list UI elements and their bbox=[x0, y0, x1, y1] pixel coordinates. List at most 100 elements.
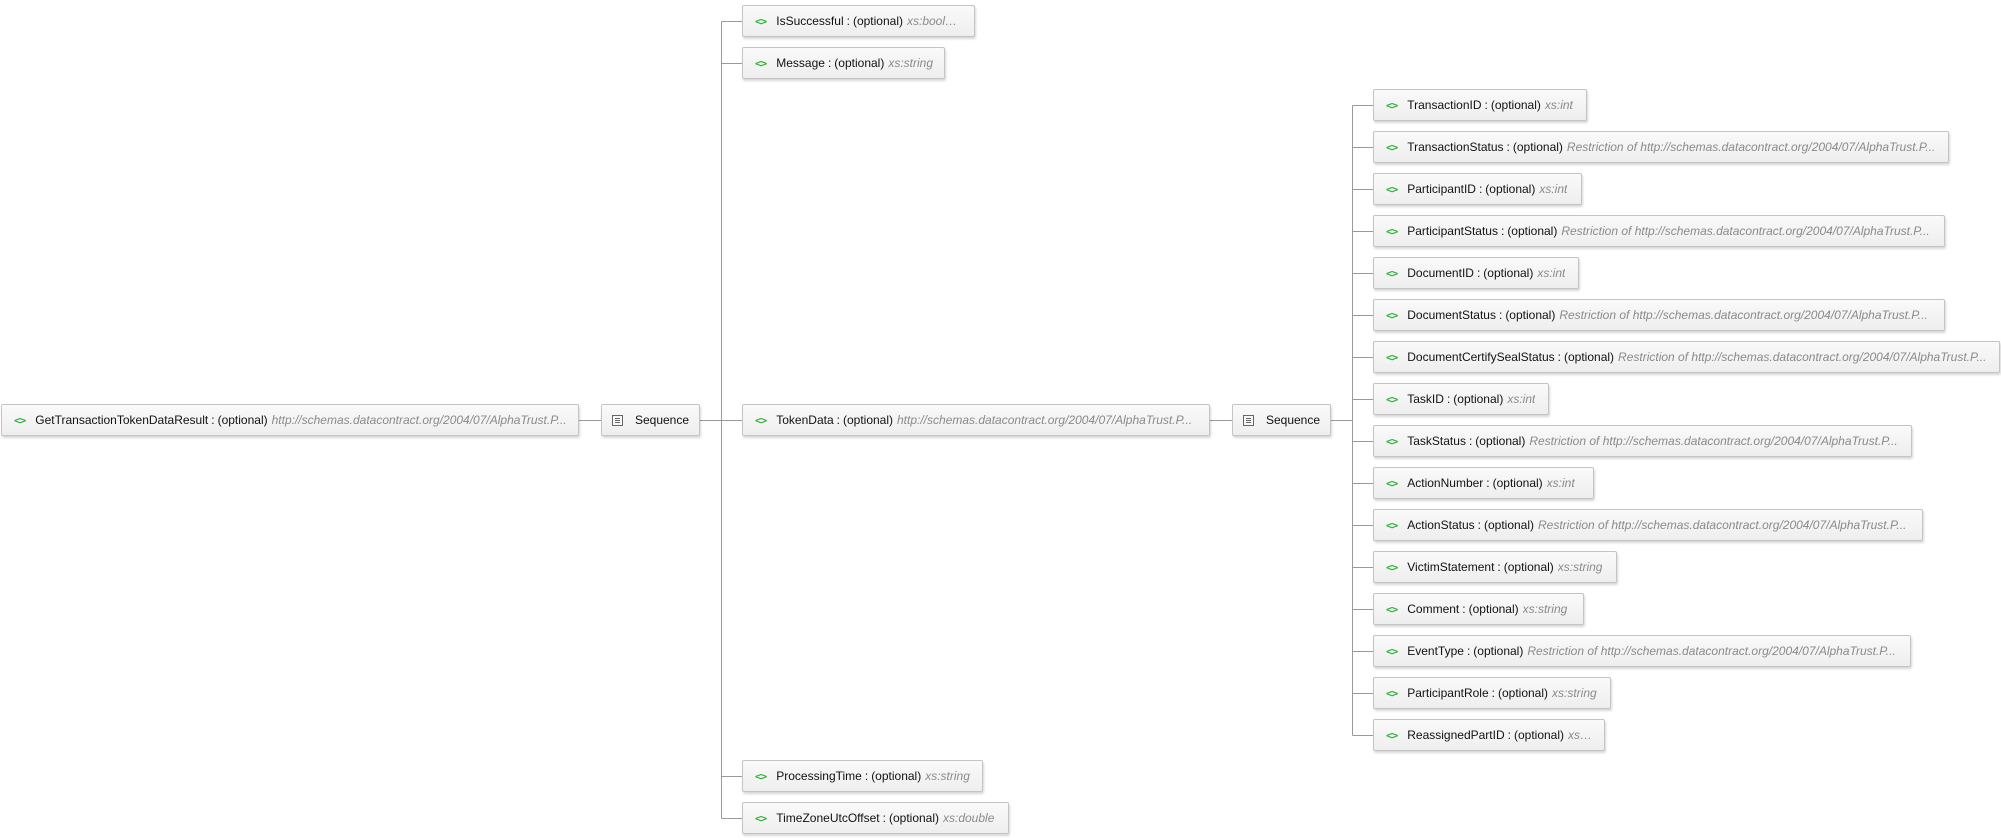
element-type: xs:string bbox=[888, 56, 934, 70]
element-node-gettransactiontokendataresult[interactable]: <> GetTransactionTokenDataResult : (opti… bbox=[1, 404, 579, 436]
element-node-documentcertifysealstatus[interactable]: <> DocumentCertifySealStatus : (optional… bbox=[1373, 341, 2000, 373]
element-name: GetTransactionTokenDataResult bbox=[35, 413, 209, 427]
element-type: xs:int bbox=[1546, 476, 1575, 490]
element-type: xs:boolean bbox=[906, 14, 963, 28]
sequence-label: Sequence bbox=[1265, 413, 1321, 427]
element-icon: <> bbox=[755, 769, 767, 783]
element-name: DocumentCertifySealStatus bbox=[1407, 350, 1555, 364]
element-occurrence: (optional) bbox=[834, 56, 885, 70]
element-icon: <> bbox=[755, 811, 767, 825]
element-occurrence: (optional) bbox=[1453, 392, 1504, 406]
element-node-tokendata[interactable]: <> TokenData : (optional) http://schemas… bbox=[742, 404, 1210, 436]
element-icon: <> bbox=[1386, 518, 1398, 532]
element-node-processingtime[interactable]: <> ProcessingTime : (optional) xs:string bbox=[742, 760, 983, 792]
element-node-actionnumber[interactable]: <> ActionNumber : (optional) xs:int bbox=[1373, 467, 1594, 499]
element-type: xs:int bbox=[1507, 392, 1536, 406]
element-name: TimeZoneUtcOffset bbox=[776, 811, 880, 825]
element-occurrence: (optional) bbox=[217, 413, 268, 427]
element-icon: <> bbox=[1386, 602, 1398, 616]
element-node-issuccessful[interactable]: <> IsSuccessful : (optional) xs:boolean bbox=[742, 5, 975, 37]
element-icon: <> bbox=[1386, 350, 1398, 364]
element-occurrence: (optional) bbox=[871, 769, 922, 783]
element-node-documentstatus[interactable]: <> DocumentStatus : (optional) Restricti… bbox=[1373, 299, 1945, 331]
element-name: TaskID bbox=[1407, 392, 1444, 406]
element-type: Restriction of http://schemas.datacontra… bbox=[1527, 644, 1896, 658]
element-node-participantid[interactable]: <> ParticipantID : (optional) xs:int bbox=[1373, 173, 1582, 205]
element-name: IsSuccessful bbox=[776, 14, 844, 28]
element-node-reassignedpartid[interactable]: <> ReassignedPartID : (optional) xs:int bbox=[1373, 719, 1605, 751]
element-occurrence: (optional) bbox=[1490, 98, 1541, 112]
element-node-participantrole[interactable]: <> ParticipantRole : (optional) xs:strin… bbox=[1373, 677, 1611, 709]
element-type: http://schemas.datacontract.org/2004/07/… bbox=[271, 413, 567, 427]
element-name: VictimStatement bbox=[1407, 560, 1495, 574]
element-type: xs:int bbox=[1537, 266, 1566, 280]
element-node-message[interactable]: <> Message : (optional) xs:string bbox=[742, 47, 945, 79]
element-name: ParticipantID bbox=[1407, 182, 1476, 196]
element-node-actionstatus[interactable]: <> ActionStatus : (optional) Restriction… bbox=[1373, 509, 1923, 541]
element-occurrence: (optional) bbox=[1564, 350, 1615, 364]
element-type: Restriction of http://schemas.datacontra… bbox=[1618, 350, 1987, 364]
element-icon: <> bbox=[1386, 560, 1398, 574]
element-type: xs:int bbox=[1568, 728, 1593, 742]
element-type: Restriction of http://schemas.datacontra… bbox=[1559, 308, 1928, 322]
element-type: xs:string bbox=[1557, 560, 1603, 574]
element-type: Restriction of http://schemas.datacontra… bbox=[1561, 224, 1930, 238]
element-occurrence: (optional) bbox=[1468, 602, 1519, 616]
element-icon: <> bbox=[1386, 434, 1398, 448]
element-name: TaskStatus bbox=[1407, 434, 1466, 448]
element-node-documentid[interactable]: <> DocumentID : (optional) xs:int bbox=[1373, 257, 1579, 289]
element-node-taskstatus[interactable]: <> TaskStatus : (optional) Restriction o… bbox=[1373, 425, 1912, 457]
element-icon: <> bbox=[1386, 98, 1398, 112]
element-node-eventtype[interactable]: <> EventType : (optional) Restriction of… bbox=[1373, 635, 1911, 667]
element-node-victimstatement[interactable]: <> VictimStatement : (optional) xs:strin… bbox=[1373, 551, 1617, 583]
sequence-node-outer[interactable]: Sequence bbox=[601, 404, 700, 436]
element-node-timezoneutcoffset[interactable]: <> TimeZoneUtcOffset : (optional) xs:dou… bbox=[742, 802, 1009, 834]
element-occurrence: (optional) bbox=[1497, 686, 1548, 700]
element-type: xs:int bbox=[1539, 182, 1568, 196]
element-occurrence: (optional) bbox=[888, 811, 939, 825]
element-icon: <> bbox=[14, 413, 26, 427]
sequence-label: Sequence bbox=[634, 413, 690, 427]
element-type: Restriction of http://schemas.datacontra… bbox=[1538, 518, 1907, 532]
element-occurrence: (optional) bbox=[1507, 224, 1558, 238]
element-occurrence: (optional) bbox=[1492, 476, 1543, 490]
element-name: TransactionStatus bbox=[1407, 140, 1504, 154]
element-name: ProcessingTime bbox=[776, 769, 862, 783]
element-occurrence: (optional) bbox=[1475, 434, 1526, 448]
element-icon: <> bbox=[1386, 644, 1398, 658]
element-icon: <> bbox=[1386, 686, 1398, 700]
element-name: DocumentStatus bbox=[1407, 308, 1496, 322]
element-icon: <> bbox=[1386, 140, 1398, 154]
element-type: xs:string bbox=[925, 769, 970, 783]
element-icon: <> bbox=[1386, 392, 1398, 406]
element-node-transactionstatus[interactable]: <> TransactionStatus : (optional) Restri… bbox=[1373, 131, 1949, 163]
sequence-icon bbox=[611, 414, 623, 426]
element-name: ReassignedPartID bbox=[1407, 728, 1505, 742]
sequence-node-tokendata[interactable]: Sequence bbox=[1232, 404, 1331, 436]
element-name: Message bbox=[776, 56, 825, 70]
element-name: ParticipantRole bbox=[1407, 686, 1489, 700]
element-type: http://schemas.datacontract.org/2004/07/… bbox=[897, 413, 1193, 427]
element-icon: <> bbox=[1386, 266, 1398, 280]
element-type: xs:int bbox=[1544, 98, 1573, 112]
element-icon: <> bbox=[755, 413, 767, 427]
element-icon: <> bbox=[1386, 224, 1398, 238]
element-occurrence: (optional) bbox=[1473, 644, 1524, 658]
sequence-icon bbox=[1242, 414, 1254, 426]
element-icon: <> bbox=[1386, 476, 1398, 490]
element-occurrence: (optional) bbox=[1503, 560, 1554, 574]
element-icon: <> bbox=[1386, 308, 1398, 322]
element-name: TransactionID bbox=[1407, 98, 1482, 112]
element-occurrence: (optional) bbox=[852, 14, 903, 28]
element-occurrence: (optional) bbox=[1485, 182, 1536, 196]
element-occurrence: (optional) bbox=[1483, 518, 1534, 532]
element-name: DocumentID bbox=[1407, 266, 1474, 280]
element-node-participantstatus[interactable]: <> ParticipantStatus : (optional) Restri… bbox=[1373, 215, 1945, 247]
element-type: xs:double bbox=[943, 811, 995, 825]
element-node-taskid[interactable]: <> TaskID : (optional) xs:int bbox=[1373, 383, 1549, 415]
element-icon: <> bbox=[1386, 182, 1398, 196]
element-node-transactionid[interactable]: <> TransactionID : (optional) xs:int bbox=[1373, 89, 1587, 121]
element-node-comment[interactable]: <> Comment : (optional) xs:string bbox=[1373, 593, 1584, 625]
